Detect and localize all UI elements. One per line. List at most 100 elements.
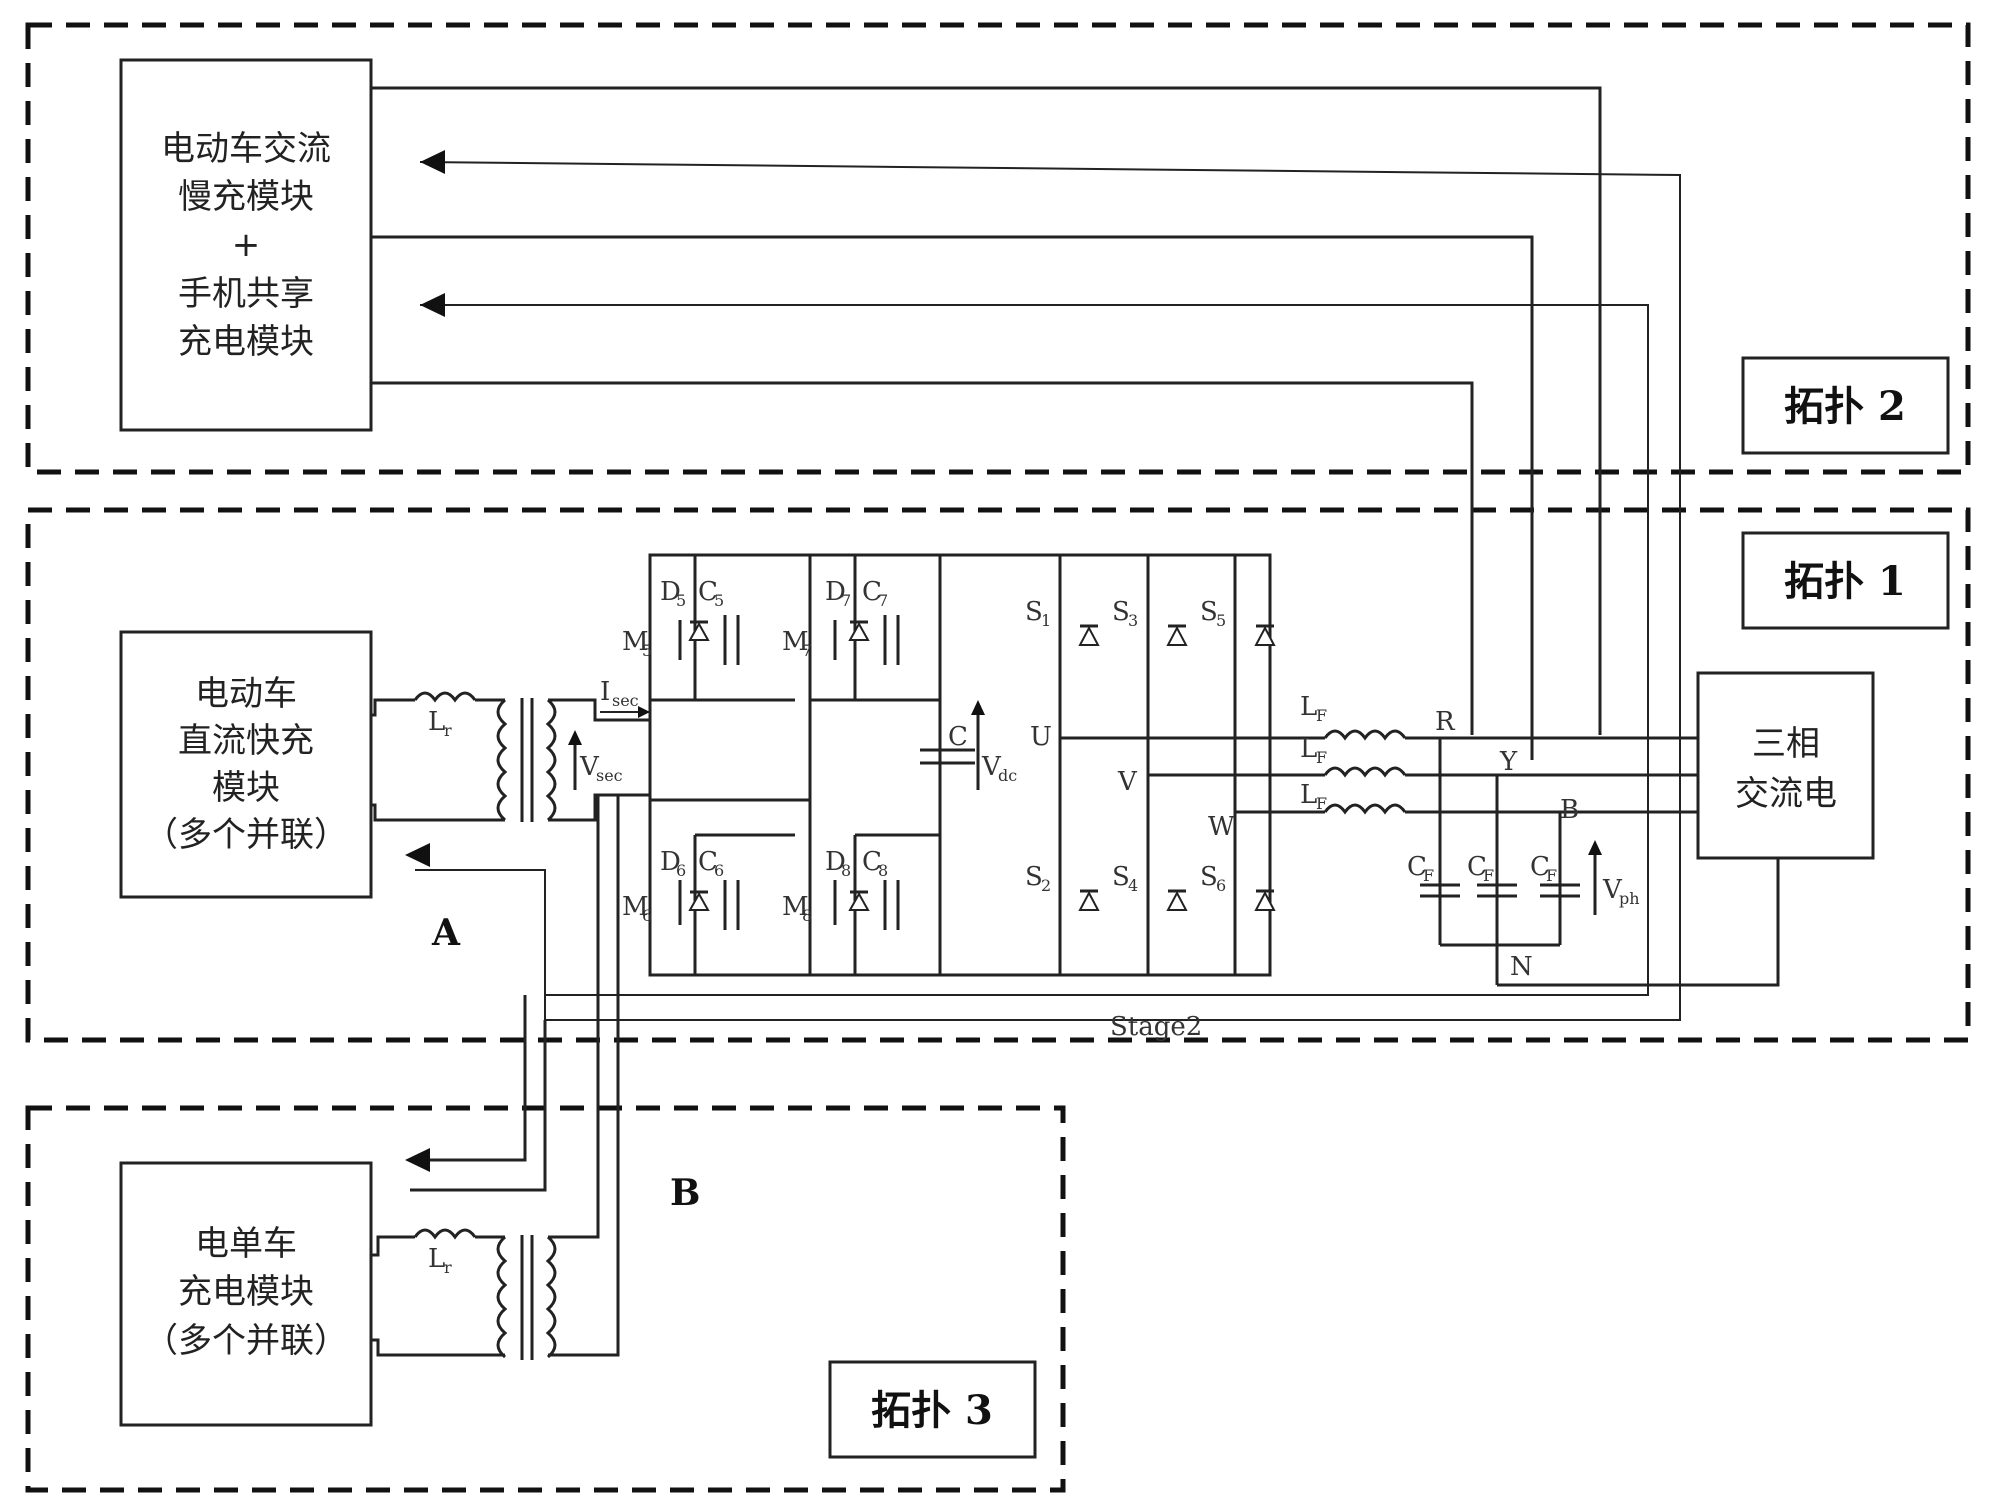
svg-text:7: 7 (841, 591, 851, 610)
lc-output-filter: L F L F L F C F C F C F V ph R Y B N (1060, 692, 1780, 987)
switch-s5: S 5 (1200, 597, 1276, 646)
svg-text:6: 6 (676, 861, 686, 880)
svg-text:模块: 模块 (212, 768, 280, 808)
svg-text:sec: sec (596, 766, 623, 785)
svg-text:M: M (782, 892, 809, 922)
three-phase-ac-grid: 三相 交流电 (1696, 671, 1875, 860)
switch-m5: D 5 C 5 M 5 (622, 577, 740, 665)
ebike-charge-module: 电单车 充电模块 （多个并联） (119, 1161, 373, 1427)
svg-text:C: C (698, 847, 718, 877)
svg-text:V: V (1602, 875, 1623, 905)
svg-text:V: V (579, 752, 600, 782)
svg-text:F: F (1316, 706, 1327, 725)
svg-text:+: + (232, 225, 261, 265)
switch-s2: S 2 (1025, 862, 1100, 911)
switch-m6: D 6 C 6 M 6 (622, 847, 740, 930)
svg-text:L: L (1300, 734, 1317, 764)
svg-text:电动车: 电动车 (195, 674, 297, 714)
svg-text:8: 8 (841, 861, 851, 880)
svg-text:5: 5 (1216, 611, 1226, 630)
svg-text:拓扑 2: 拓扑 2 (1784, 383, 1906, 430)
topology-1-region (25, 507, 1971, 1043)
svg-text:Y: Y (1499, 747, 1518, 777)
svg-text:F: F (1316, 794, 1327, 813)
svg-text:电动车交流: 电动车交流 (161, 129, 331, 169)
ev-dc-fast-charge-module: 电动车 直流快充 模块 （多个并联） (119, 630, 373, 899)
svg-text:L: L (1300, 780, 1317, 810)
svg-text:直流快充: 直流快充 (178, 721, 314, 761)
svg-text:B: B (1560, 795, 1579, 825)
svg-text:V: V (1117, 767, 1138, 797)
topology-3-link (405, 995, 547, 1192)
svg-text:R: R (1435, 707, 1456, 737)
svg-text:充电模块: 充电模块 (178, 1272, 314, 1312)
svg-text:D: D (825, 577, 846, 607)
topology-1-label: 拓扑 1 (1741, 531, 1950, 630)
svg-text:5: 5 (714, 591, 724, 610)
svg-text:4: 4 (1128, 876, 1138, 895)
svg-text:C: C (948, 722, 968, 752)
svg-text:3: 3 (1128, 611, 1138, 630)
svg-text:电单车: 电单车 (195, 1224, 297, 1264)
svg-text:M: M (622, 627, 649, 657)
topology-3-label: 拓扑 3 (828, 1360, 1037, 1459)
full-bridge-converter: D 5 C 5 M 5 D 6 C 6 M 6 D 7 (622, 553, 1272, 977)
svg-text:（多个并联）: （多个并联） (144, 815, 348, 855)
switch-m7: D 7 C 7 M 7 (782, 577, 900, 665)
switch-s3: S 3 (1112, 597, 1188, 646)
svg-text:拓扑 1: 拓扑 1 (1784, 558, 1906, 605)
switch-s6: S 6 (1200, 862, 1276, 911)
svg-text:S: S (1025, 597, 1043, 627)
svg-text:D: D (660, 847, 681, 877)
svg-text:S: S (1200, 597, 1218, 627)
svg-text:S: S (1200, 862, 1218, 892)
three-phase-inverter: S 1 S 3 S 5 S 2 S 4 (1025, 555, 1276, 975)
svg-text:2: 2 (1041, 876, 1051, 895)
svg-text:C: C (1467, 852, 1487, 882)
svg-text:拓扑 3: 拓扑 3 (871, 1387, 993, 1434)
switch-m8: D 8 C 8 M 8 (782, 847, 900, 930)
svg-text:W: W (1208, 812, 1235, 842)
svg-text:V: V (981, 752, 1002, 782)
svg-text:r: r (444, 1258, 452, 1277)
svg-text:L: L (1300, 692, 1317, 722)
svg-text:6: 6 (714, 861, 724, 880)
svg-text:dc: dc (998, 766, 1017, 785)
svg-text:C: C (862, 847, 882, 877)
svg-text:U: U (1030, 722, 1052, 752)
svg-text:C: C (1530, 852, 1550, 882)
stage2-label: Stage2 (1110, 1012, 1202, 1042)
switch-s4: S 4 (1112, 862, 1188, 911)
svg-text:C: C (698, 577, 718, 607)
svg-text:7: 7 (802, 641, 812, 660)
svg-text:充电模块: 充电模块 (178, 322, 314, 362)
svg-text:慢充模块: 慢充模块 (178, 177, 314, 217)
svg-text:F: F (1423, 866, 1434, 885)
svg-text:L: L (428, 707, 445, 737)
svg-text:L: L (428, 1244, 445, 1274)
svg-text:1: 1 (1041, 611, 1051, 630)
svg-text:手机共享: 手机共享 (178, 274, 314, 314)
svg-text:8: 8 (802, 906, 812, 925)
svg-text:I: I (600, 677, 610, 707)
svg-text:F: F (1483, 866, 1494, 885)
ebike-input-stage: L r (371, 795, 620, 1360)
svg-text:ph: ph (1619, 889, 1640, 908)
svg-text:S: S (1112, 862, 1130, 892)
svg-text:N: N (1510, 952, 1533, 982)
dc-input-stage: L r I sec V sec (371, 677, 650, 822)
ev-ac-slow-charge-phone-module: 电动车交流 慢充模块 + 手机共享 充电模块 (119, 58, 373, 432)
marker-a: A (431, 912, 461, 954)
svg-text:（多个并联）: （多个并联） (144, 1321, 348, 1361)
topology-2-region (25, 22, 1971, 475)
svg-text:5: 5 (676, 591, 686, 610)
svg-text:M: M (782, 627, 809, 657)
svg-text:交流电: 交流电 (1735, 774, 1837, 814)
switch-s1: S 1 (1025, 597, 1100, 646)
svg-text:M: M (622, 892, 649, 922)
svg-text:S: S (1112, 597, 1130, 627)
svg-text:6: 6 (642, 906, 652, 925)
dc-link-capacitor: C V dc (920, 700, 1017, 790)
svg-text:6: 6 (1216, 876, 1226, 895)
